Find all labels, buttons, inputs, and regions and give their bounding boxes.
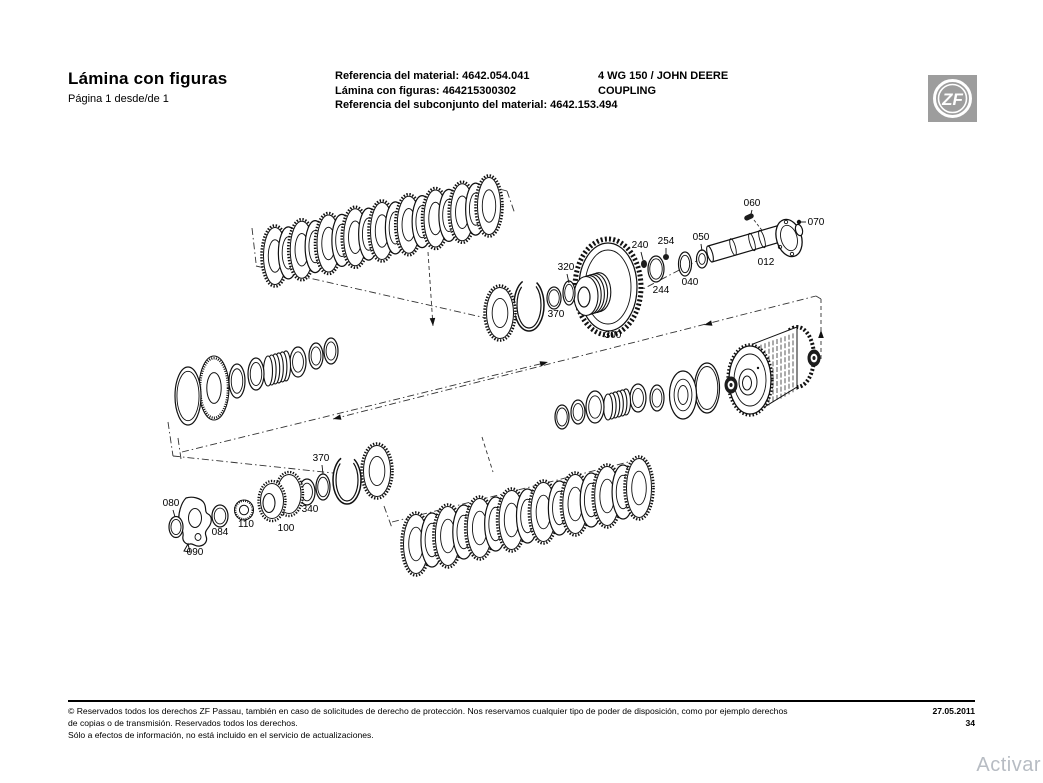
- page-number: 34: [965, 718, 975, 728]
- copyright-line-2: de copias o de transmisión. Reservados t…: [68, 718, 298, 728]
- part-label: 060: [744, 198, 761, 209]
- part-label: 100: [278, 523, 295, 534]
- page-title: Lámina con figuras: [68, 69, 228, 88]
- part-label: 320: [558, 262, 575, 273]
- sheet-reference: Lámina con figuras: 464215300302: [335, 84, 516, 97]
- exploded-parts: [168, 174, 821, 577]
- print-date: 27.05.2011: [932, 706, 975, 716]
- copyright-line-1: © Reservados todos los derechos ZF Passa…: [68, 706, 788, 716]
- part-label: 040: [682, 277, 699, 288]
- model-block: 4 WG 150 / JOHN DEERE COUPLING: [598, 69, 728, 98]
- part-label: 090: [187, 547, 204, 558]
- part-label: 300: [605, 330, 622, 341]
- material-reference: Referencia del material: 4642.054.041: [335, 70, 530, 82]
- part-labels: 060 070 050 012 240 254 244 040 320 370 300 370 340 1…: [163, 198, 825, 558]
- title-block: Lámina con figuras Página 1 desde/de 1: [68, 69, 227, 105]
- part-label: 340: [302, 504, 319, 515]
- part-label: 370: [313, 453, 330, 464]
- part-label: 240: [632, 240, 649, 251]
- activation-watermark: Activar: [976, 754, 1041, 776]
- model-name: 4 WG 150 / JOHN DEERE: [598, 70, 729, 82]
- part-label: 084: [212, 527, 229, 538]
- svg-text:ZF: ZF: [941, 90, 963, 109]
- zf-logo: ZF: [928, 75, 977, 122]
- part-label: 370: [548, 309, 565, 320]
- reference-block: Referencia del material: 4642.054.041 Lá…: [335, 69, 617, 113]
- part-label: 244: [653, 285, 670, 296]
- part-label: 070: [808, 217, 825, 228]
- subassembly-reference: Referencia del subconjunto del material:…: [335, 99, 618, 111]
- part-label: 110: [238, 519, 254, 530]
- page-subtitle: Página 1 desde/de 1: [68, 93, 169, 105]
- part-label: 080: [163, 498, 180, 509]
- part-label: 012: [758, 257, 775, 268]
- part-label: 254: [658, 236, 675, 247]
- footer: © Reservados todos los derechos ZF Passa…: [68, 700, 975, 741]
- model-type: COUPLING: [598, 84, 657, 97]
- copyright-line-3: Sólo a efectos de información, no está i…: [68, 730, 374, 740]
- part-label: 050: [693, 232, 710, 243]
